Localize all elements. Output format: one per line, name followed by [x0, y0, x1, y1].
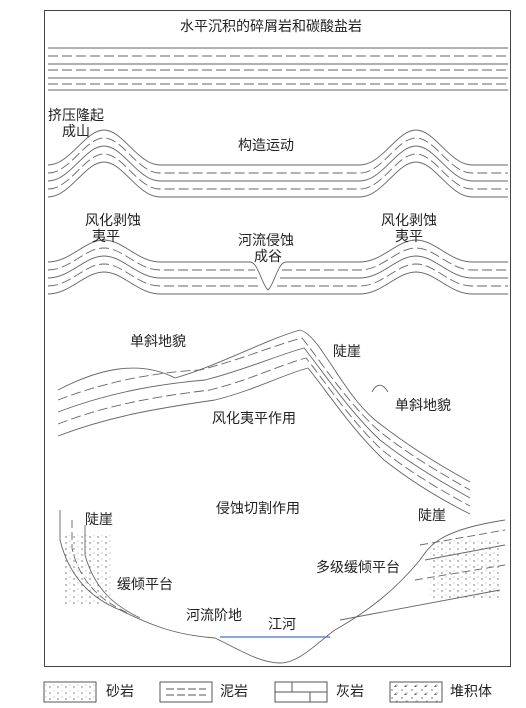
monocline-strata	[57, 329, 471, 515]
monocline-cliff-label: 陡崖	[333, 344, 361, 360]
erosion-right-line1: 风化剥蚀	[381, 213, 437, 229]
gentle-platform-label: 缓倾平台	[117, 577, 173, 593]
uplift-label-line2: 成山	[62, 124, 90, 140]
legend-talus-label: 堆积体	[450, 684, 492, 700]
river-erosion-line2: 成谷	[254, 249, 282, 265]
sandstone-swatch	[43, 681, 97, 703]
tectonic-label: 构造运动	[238, 138, 294, 154]
legend-mudstone-label: 泥岩	[220, 684, 248, 700]
horizontal-title: 水平沉积的碎屑岩和碳酸盐岩	[180, 19, 362, 35]
river-label: 江河	[268, 617, 296, 633]
horizontal-strata	[48, 47, 508, 91]
monocline-left-label: 单斜地貌	[130, 334, 186, 350]
folded-strata	[47, 129, 508, 198]
valley-cliff-left: 陡崖	[85, 512, 113, 528]
weathering-planation-label: 风化夷平作用	[212, 411, 296, 427]
eroded-strata	[47, 239, 508, 295]
valley-cross-section	[59, 510, 506, 664]
legend-swatches	[43, 681, 443, 703]
uplift-label-line1: 挤压隆起	[48, 108, 104, 124]
erosion-left-line2: 夷平	[92, 229, 120, 245]
river-erosion-line1: 河流侵蚀	[238, 233, 294, 249]
erosion-left-line1: 风化剥蚀	[85, 213, 141, 229]
monocline-right-label: 单斜地貌	[395, 398, 451, 414]
erosion-right-line2: 夷平	[395, 229, 423, 245]
talus-swatch	[389, 681, 443, 703]
valley-cliff-right: 陡崖	[418, 508, 446, 524]
multi-level-platform-label: 多级缓倾平台	[316, 560, 400, 576]
river-terrace-label: 河流阶地	[186, 608, 242, 624]
legend-limestone-label: 灰岩	[336, 684, 364, 700]
valley-title: 侵蚀切割作用	[216, 501, 300, 517]
diagram-frame	[44, 10, 511, 667]
mudstone-swatch	[159, 681, 213, 703]
legend-sandstone-label: 砂岩	[106, 684, 134, 700]
